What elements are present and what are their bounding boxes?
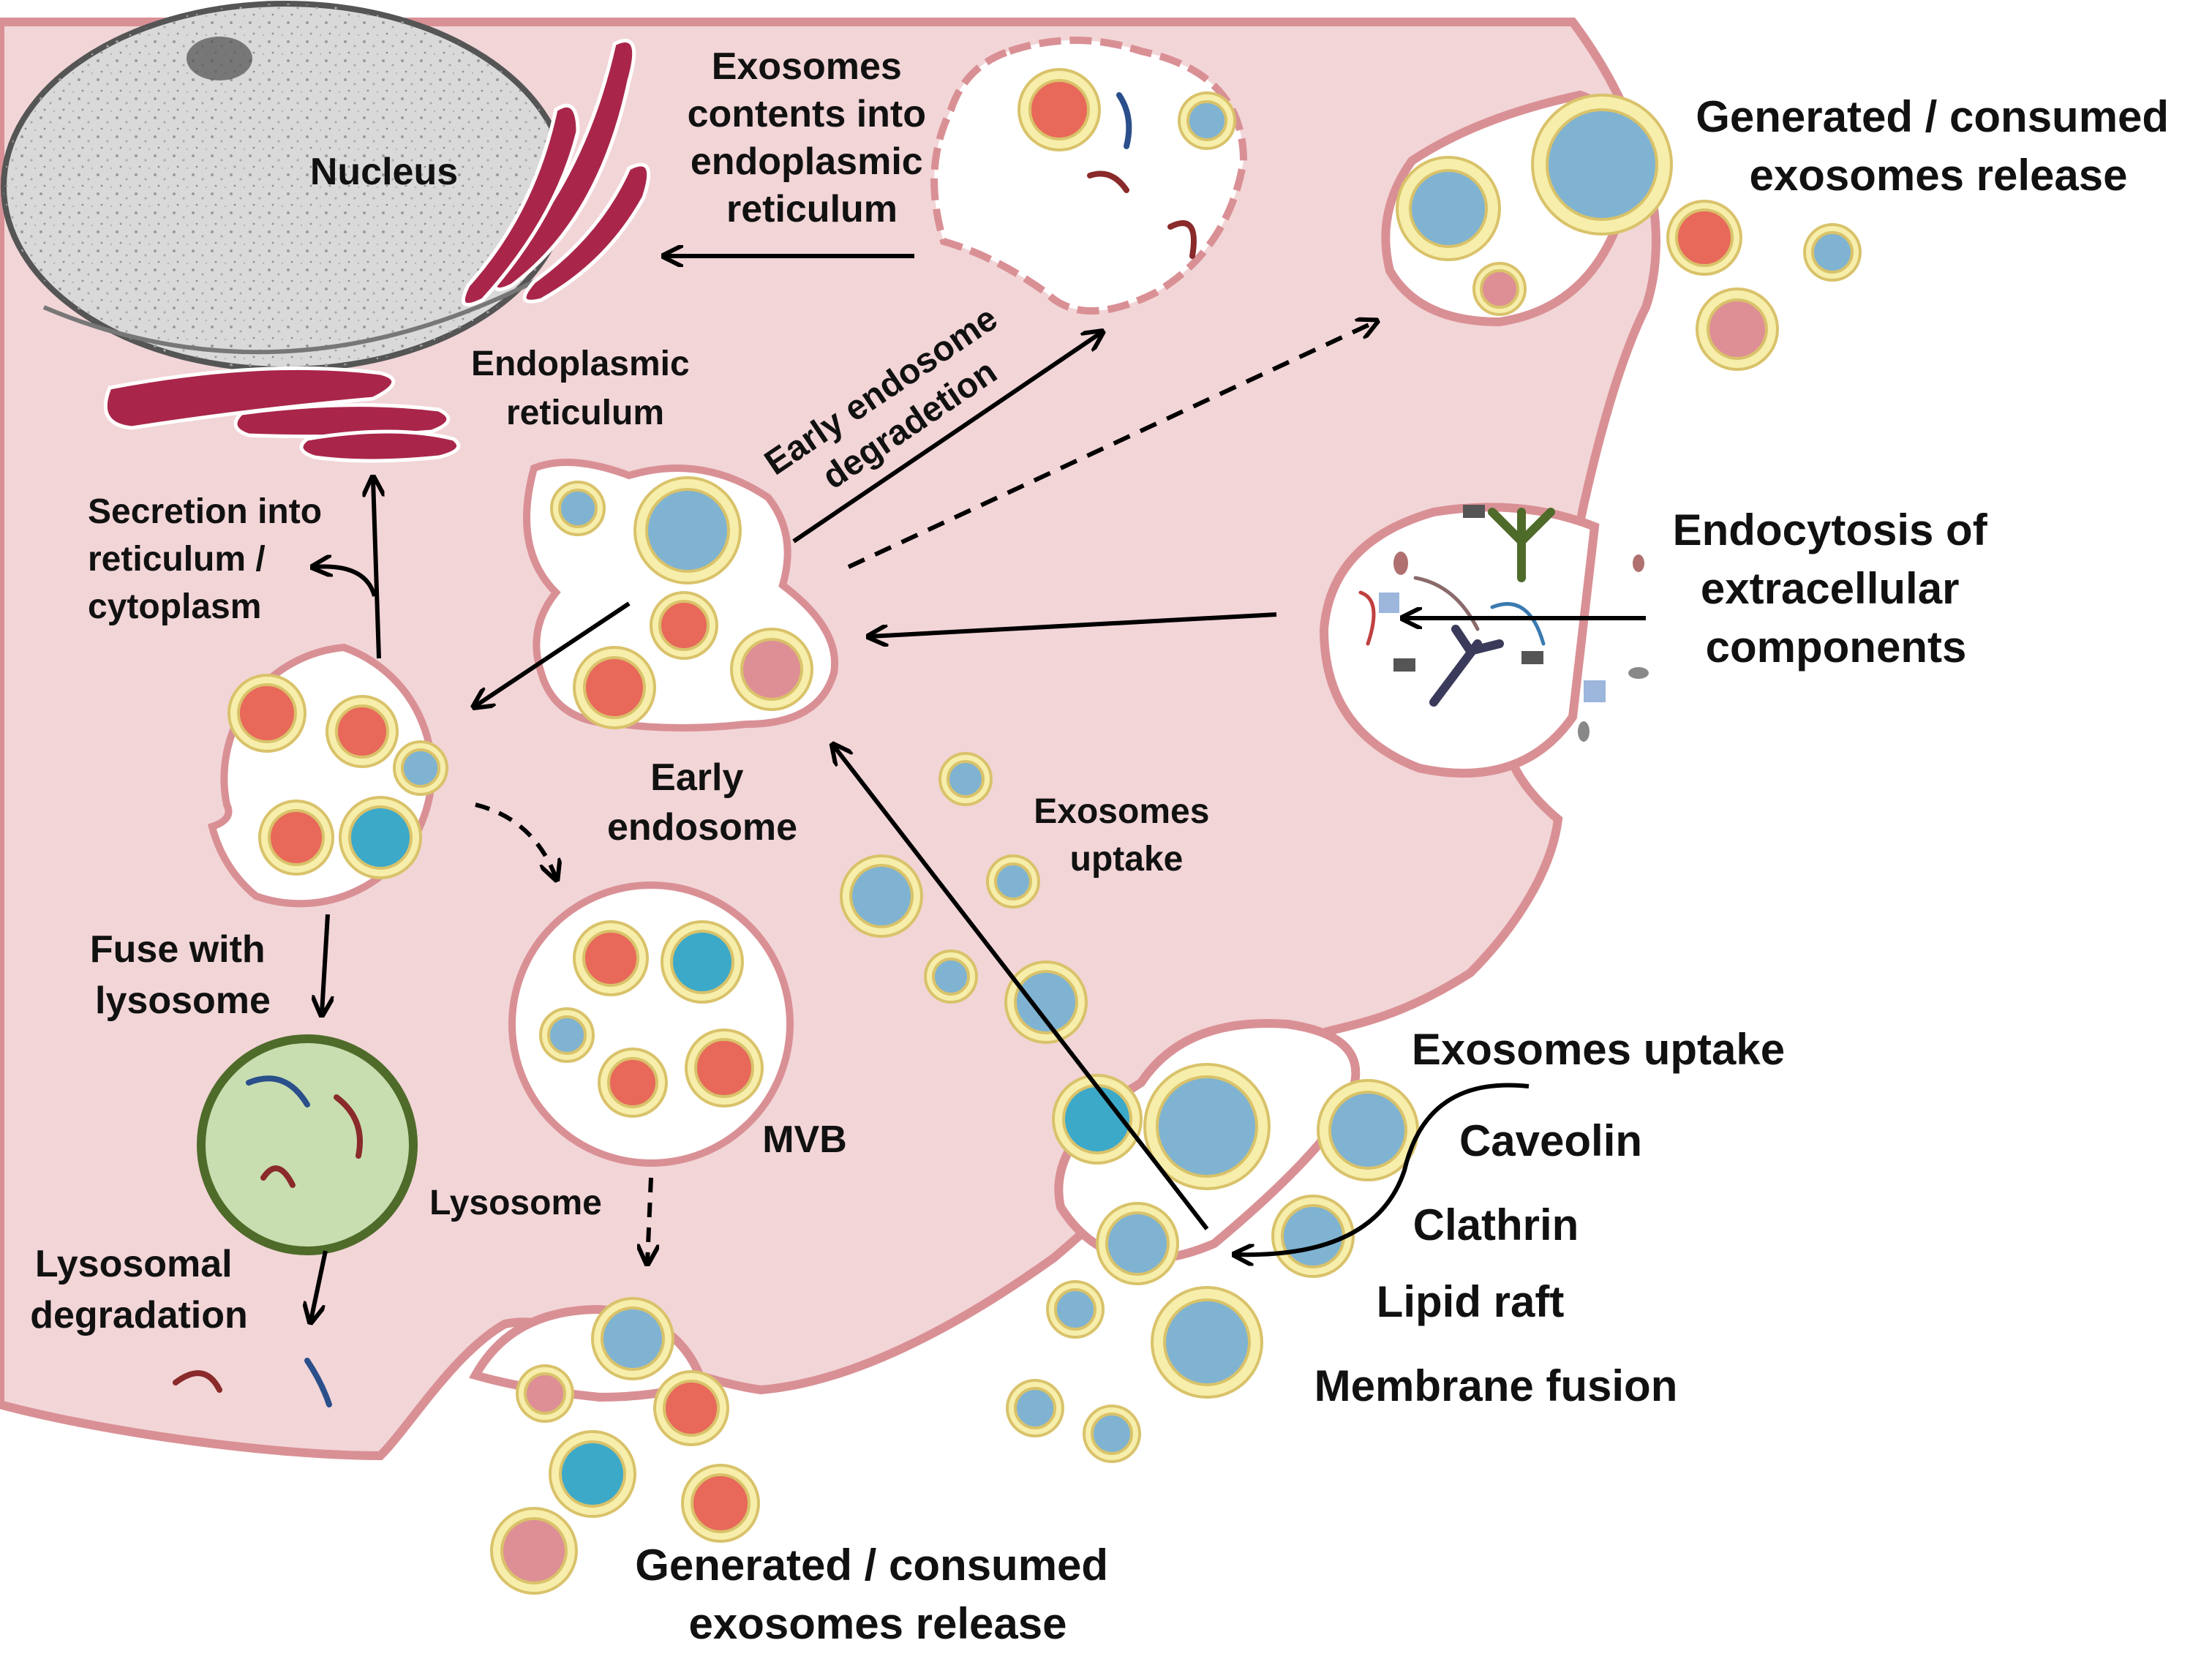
vesicle-core	[663, 1380, 720, 1437]
exosomes-uptake-small-label: Exosomes uptake	[1034, 792, 1219, 879]
vesicle-core	[1409, 169, 1488, 248]
vesicle-core	[694, 1038, 754, 1098]
vesicle-core	[1480, 269, 1519, 309]
mvb-label: MVB	[762, 1118, 847, 1161]
vesicle-core	[582, 930, 639, 987]
release-top-label: Generated / consumed exosomes release	[1696, 92, 2181, 200]
vesicle-core	[947, 760, 985, 798]
vesicle-core	[559, 1440, 626, 1508]
vesicle-core	[740, 638, 803, 701]
vesicle-core	[1014, 1387, 1056, 1429]
endoplasmic-reticulum	[103, 39, 651, 463]
vesicle-core	[1156, 1075, 1258, 1178]
antibody-shapes	[1429, 508, 1555, 707]
vesicle-core	[401, 748, 440, 788]
vesicle-core	[583, 656, 646, 719]
uptake-methods-title: Exosomes uptake	[1412, 1025, 1785, 1074]
endocytosis-label: Endocytosis of extracellular components	[1673, 505, 2000, 672]
arrow-endocytosis-to-endosome	[870, 612, 1277, 636]
vesicle-core	[932, 958, 970, 996]
lysosome-label: Lysosome	[429, 1184, 602, 1222]
secretion-label: Secretion into reticulum / cytoplasm	[88, 492, 331, 626]
arrow-mvb-release	[647, 1177, 651, 1262]
vesicle-core	[1281, 1204, 1345, 1268]
vesicle-core	[524, 1372, 566, 1415]
vesicle-core	[500, 1517, 568, 1584]
vesicle-core	[994, 862, 1032, 900]
arrow-uptake-methods	[1236, 1083, 1530, 1255]
debris-marks	[1379, 505, 1649, 742]
vesicle-core	[1163, 1298, 1251, 1386]
vesicle-core	[607, 1057, 658, 1108]
vesicle-core	[1328, 1091, 1407, 1170]
er-label: Endoplasmic reticulum	[471, 345, 699, 432]
vesicle-core	[547, 1015, 587, 1055]
vesicle-core	[1546, 108, 1658, 221]
lysosome	[197, 1034, 418, 1255]
arrow-lysosomal-degradation	[311, 1250, 328, 1320]
vesicle-core	[1028, 79, 1090, 140]
arrow-late-to-mvb	[475, 802, 556, 878]
uptake-method-caveolin: Caveolin	[1459, 1116, 1642, 1165]
vesicle-core	[1811, 231, 1854, 274]
arrow-uptake-to-endosome	[834, 746, 1209, 1230]
arrow-early-endosome-degradation	[792, 333, 1101, 544]
vesicle-core	[335, 704, 389, 759]
arrow-secretion-up	[373, 479, 379, 659]
vesicle-core	[1054, 1288, 1096, 1331]
vesicle-group	[227, 68, 1862, 1595]
contents-into-er-label: Exosomes contents into endoplasmic retic…	[688, 45, 937, 230]
vesicle-core	[670, 930, 734, 994]
vesicle-core	[1186, 100, 1227, 141]
vesicle-core	[645, 488, 730, 573]
nucleus-label: Nucleus	[310, 151, 458, 193]
fuse-with-lysosome-label: Fuse with lysosome	[90, 928, 276, 1022]
vesicle-core	[348, 805, 413, 870]
vesicle-core	[1091, 1413, 1133, 1455]
uptake-method-lipid-raft: Lipid raft	[1377, 1277, 1565, 1326]
vesicle-core	[658, 600, 710, 651]
arrow-secretion-branch	[315, 567, 377, 597]
vesicle-core	[1707, 298, 1768, 360]
uptake-method-clathrin: Clathrin	[1413, 1200, 1579, 1249]
vesicle-core	[237, 683, 297, 743]
pathway-arrows	[311, 256, 1646, 1320]
arrow-endosome-to-late	[475, 601, 631, 706]
release-bottom-label: Generated / consumed exosomes release	[635, 1541, 1121, 1648]
nucleus	[1, 1, 570, 372]
early-endosome-label: Early endosome	[607, 756, 797, 849]
vesicle-core	[558, 489, 598, 528]
vesicle-core	[849, 864, 914, 928]
vesicle-core	[268, 809, 325, 866]
vesicle-core	[601, 1306, 665, 1371]
vesicle-core	[1014, 970, 1078, 1034]
uptake-method-membrane-fusion: Membrane fusion	[1314, 1361, 1678, 1410]
arrow-release-top	[847, 322, 1375, 569]
vesicle-core	[691, 1473, 750, 1533]
vesicle-core	[1675, 208, 1734, 267]
lysosomal-degradation-label: Lysosomal degradation	[30, 1243, 248, 1336]
vesicle-core	[1105, 1211, 1170, 1276]
arrow-to-lysosome	[322, 914, 328, 1013]
